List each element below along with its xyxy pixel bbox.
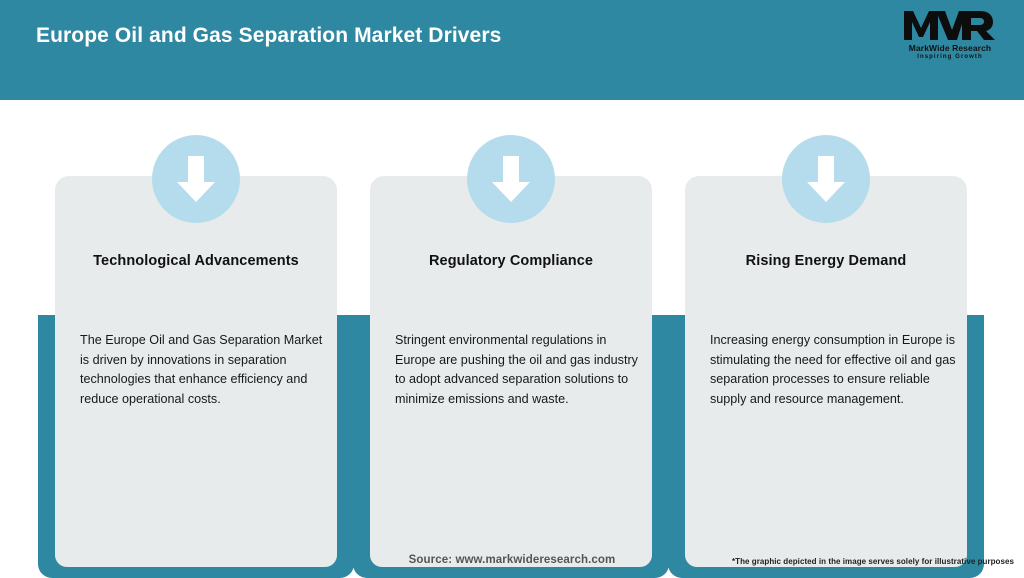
card-title: Regulatory Compliance [428,253,594,269]
down-arrow-icon [467,135,555,223]
disclaimer-label: *The graphic depicted in the image serve… [731,557,1014,566]
card-panel [685,176,967,567]
logo-company-name: MarkWide Research [908,43,992,53]
logo-tagline: Inspiring Growth [917,54,983,60]
card-panel [370,176,652,567]
drivers-card-row: Technological Advancements The Europe Oi… [0,100,1024,578]
card-description: The Europe Oil and Gas Separation Market… [80,333,323,406]
driver-card[interactable]: Technological Advancements The Europe Oi… [38,135,354,578]
header-bar: Europe Oil and Gas Separation Market Dri… [0,0,1024,100]
card-description: Stringent environmental regulations in E… [395,333,638,406]
card-title: Technological Advancements [93,253,299,269]
mwr-monogram-icon [894,8,1006,42]
driver-card[interactable]: Rising Energy Demand Increasing energy c… [668,135,984,578]
driver-card[interactable]: Regulatory Compliance Stringent environm… [353,135,669,578]
brand-logo: MarkWide Research Inspiring Growth [894,8,1006,64]
card-title: Rising Energy Demand [745,253,907,269]
down-arrow-icon [782,135,870,223]
card-description: Increasing energy consumption in Europe … [710,333,956,406]
source-label: Source: www.markwideresearch.com [408,554,616,566]
card-panel [55,176,337,567]
down-arrow-icon [152,135,240,223]
page-title: Europe Oil and Gas Separation Market Dri… [36,24,502,47]
